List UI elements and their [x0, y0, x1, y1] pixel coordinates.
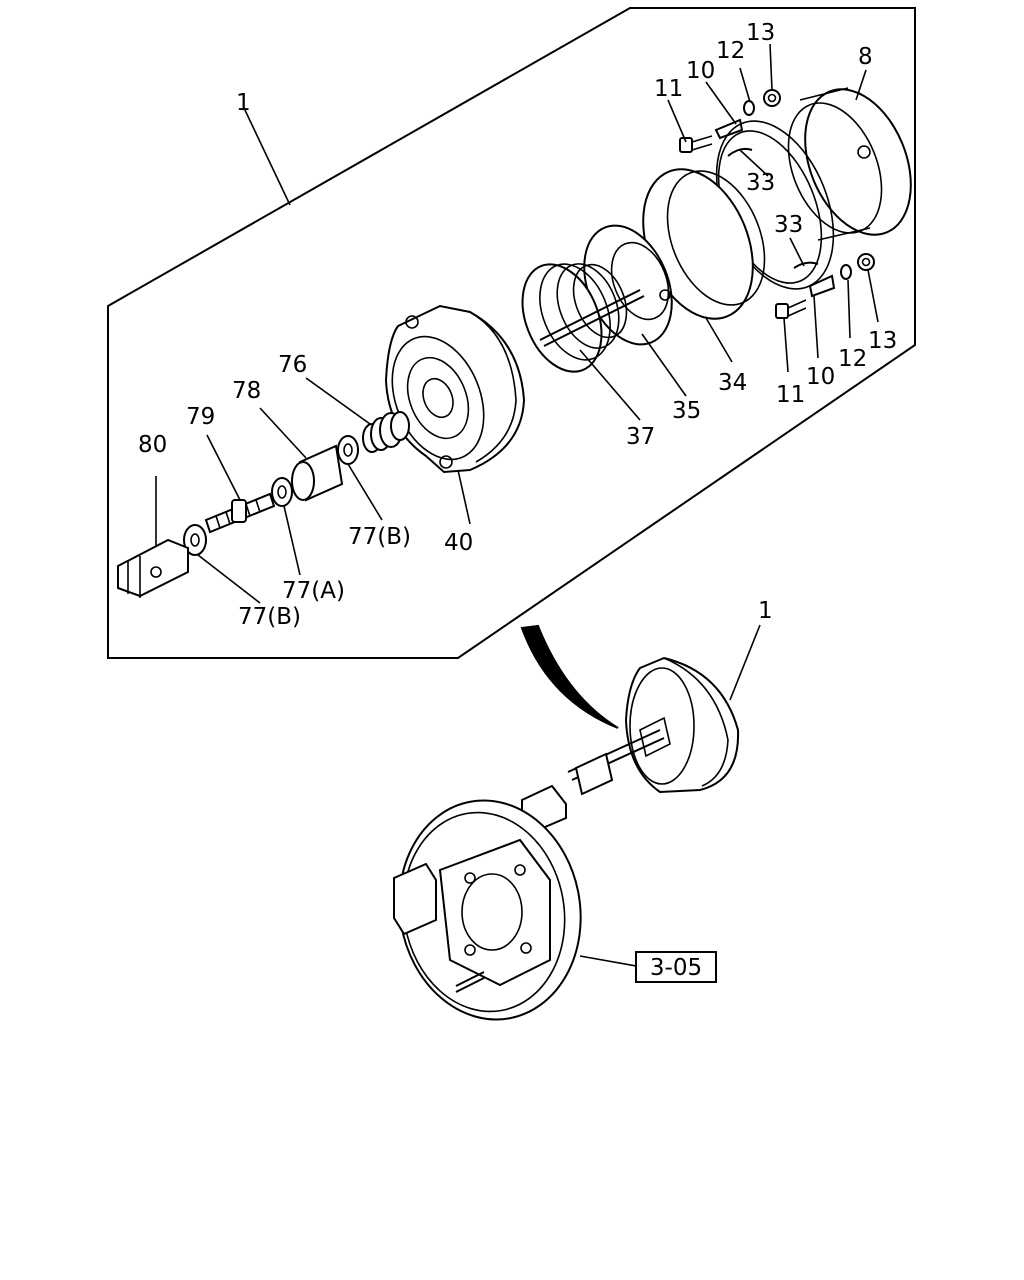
part-13-nut-bottom [857, 253, 875, 271]
assembly-frame [107, 7, 916, 659]
callout-35: 35 [672, 398, 701, 424]
part-33-clip-bottom [793, 261, 819, 269]
part-11-bolt-bottom [775, 299, 807, 319]
callout-80: 80 [138, 432, 167, 458]
callout-33-bottom: 33 [774, 212, 803, 238]
callout-40: 40 [444, 530, 473, 556]
part-79-threaded-rod [204, 492, 276, 534]
part-8-cover [787, 87, 912, 241]
part-77b-nut-left [183, 524, 207, 556]
callout-76: 76 [278, 352, 307, 378]
part-13-nut-top [763, 89, 781, 107]
part-80-clevis [117, 538, 189, 598]
reference-box-3-05[interactable]: 3-05 [635, 951, 717, 983]
part-77b-nut-right [337, 435, 359, 465]
callout-78: 78 [232, 378, 261, 404]
callout-79: 79 [186, 404, 215, 430]
callout-77b-right: 77(B) [348, 524, 411, 550]
callout-10-top: 10 [686, 58, 715, 84]
callout-13-top: 13 [746, 20, 775, 46]
callout-37: 37 [626, 424, 655, 450]
callout-12-bottom: 12 [838, 346, 867, 372]
callout-1-bottom: 1 [758, 598, 773, 624]
callout-13-bottom: 13 [868, 328, 897, 354]
callout-10-bottom: 10 [806, 364, 835, 390]
part-78-sleeve [291, 444, 344, 502]
part-12-washer-bottom [840, 264, 852, 280]
callout-11-bottom: 11 [776, 382, 805, 408]
callout-8: 8 [858, 44, 873, 70]
callout-33-top: 33 [746, 170, 775, 196]
part-76-boot [362, 411, 410, 453]
leader-lines [155, 43, 879, 967]
part-12-washer-top [743, 100, 755, 116]
part-11-bolt-top [679, 135, 713, 153]
callout-1-top: 1 [236, 90, 251, 116]
brake-backing-plate [393, 799, 582, 1021]
callout-11-top: 11 [654, 76, 683, 102]
reference-box-label: 3-05 [650, 955, 702, 981]
callout-labels: 1 1 80 79 78 76 77(B) 77(A) 77(B) 40 37 … [138, 20, 897, 630]
direction-arrow [520, 624, 619, 729]
callout-77b-left: 77(B) [238, 604, 301, 630]
part-77a-nut [271, 477, 293, 507]
part-37-spring [521, 263, 645, 373]
part-40-housing [384, 304, 526, 474]
part-33-clip-top [727, 147, 753, 157]
callout-12-top: 12 [716, 38, 745, 64]
callout-34: 34 [718, 370, 747, 396]
assembled-chamber [521, 656, 740, 832]
callout-77a: 77(A) [282, 578, 345, 604]
